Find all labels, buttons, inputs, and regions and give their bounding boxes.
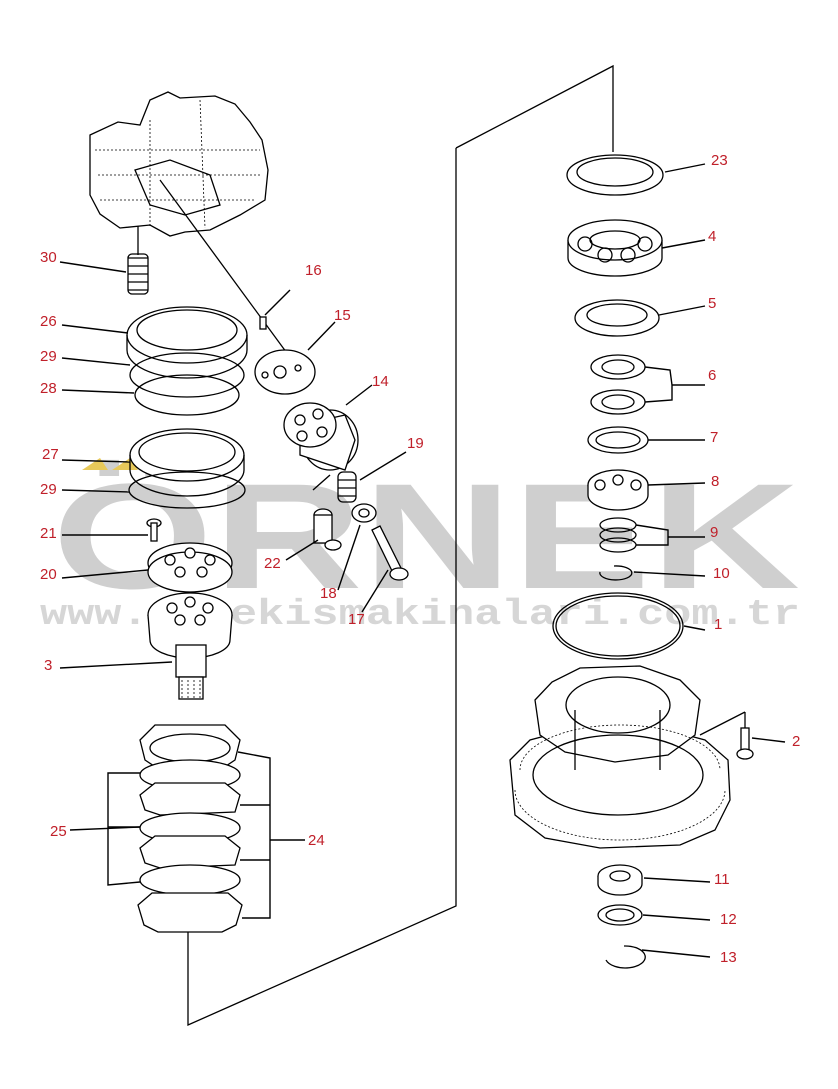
label-3: 3 (44, 657, 52, 674)
bearing-4 (567, 219, 663, 277)
rod-17 (371, 525, 409, 581)
part-labels: 30 26 29 28 27 29 21 20 3 25 24 16 15 14… (40, 152, 800, 966)
label-11: 11 (714, 871, 730, 888)
label-7: 7 (710, 429, 718, 446)
spring-19 (337, 471, 357, 503)
motor-casing (509, 665, 731, 849)
label-14: 14 (372, 373, 389, 390)
bush-18 (351, 503, 377, 523)
pin-16 (259, 316, 267, 330)
label-2: 2 (792, 733, 800, 750)
plate-20 (147, 542, 233, 593)
label-10: 10 (713, 565, 730, 582)
label-27: 27 (42, 446, 59, 463)
valve-housing (89, 91, 293, 361)
label-15: 15 (334, 307, 351, 324)
label-23: 23 (711, 152, 728, 169)
snap-ring-10 (599, 565, 633, 581)
valve-plate-15 (254, 349, 316, 395)
label-28: 28 (40, 380, 57, 397)
label-30: 30 (40, 249, 57, 266)
label-17: 17 (348, 611, 365, 628)
plate-stack-24-25 (137, 724, 243, 933)
bolt-2 (736, 727, 754, 760)
label-22: 22 (264, 555, 281, 572)
label-29-upper: 29 (40, 348, 57, 365)
cylinder-block-14 (283, 402, 359, 471)
label-5: 5 (708, 295, 716, 312)
seal-5 (574, 299, 660, 337)
label-19: 19 (407, 435, 424, 452)
shaft-3 (147, 592, 233, 700)
screw-21 (146, 518, 162, 542)
label-1: 1 (714, 616, 722, 633)
label-25: 25 (50, 823, 67, 840)
label-26: 26 (40, 313, 57, 330)
ring-27 (129, 428, 245, 497)
o-ring-1 (552, 592, 684, 660)
watermark: ÖRNEK www.ornekismakinalari.com.tr (40, 452, 800, 635)
label-6: 6 (708, 367, 716, 384)
label-8: 8 (711, 473, 719, 490)
o-ring-29-upper (129, 352, 245, 398)
shim-6-lower (590, 389, 646, 415)
piston-22 (313, 508, 342, 551)
label-4: 4 (708, 228, 716, 245)
o-ring-29-lower (128, 471, 246, 509)
label-20: 20 (40, 566, 57, 583)
label-9: 9 (710, 524, 718, 541)
shim-6-upper (590, 354, 646, 380)
ring-26 (126, 306, 248, 379)
label-24: 24 (308, 832, 325, 849)
label-12: 12 (720, 911, 737, 928)
bearing-8 (587, 469, 649, 511)
bearing-11 (597, 864, 643, 896)
ring-23 (566, 154, 664, 196)
label-16: 16 (305, 262, 322, 279)
label-18: 18 (320, 585, 337, 602)
label-13: 13 (720, 949, 737, 966)
label-21: 21 (40, 525, 57, 542)
o-ring-28 (134, 374, 240, 416)
snap-ring-13 (605, 945, 646, 969)
assembly-frame-lines (137, 64, 746, 1026)
spring-30 (127, 253, 149, 295)
ring-7 (587, 426, 649, 454)
leader-lines (59, 163, 786, 958)
ring-12 (597, 904, 643, 926)
label-29-lower: 29 (40, 481, 57, 498)
